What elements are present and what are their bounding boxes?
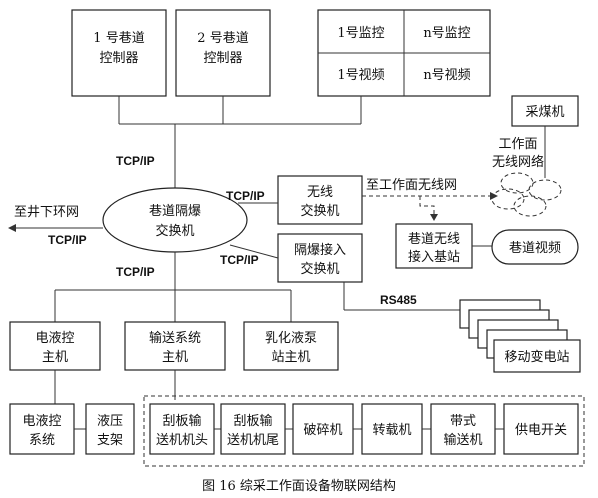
tcp-label-left: TCP/IP	[48, 233, 87, 247]
video-label: 巷道视频	[509, 241, 561, 256]
base-station-label-2: 接入基站	[408, 249, 460, 265]
pump-host-box	[243, 321, 339, 371]
wifi-label-1: 工作面	[498, 137, 537, 152]
controller-2-label-2: 控制器	[203, 51, 242, 66]
video-box	[491, 229, 579, 265]
wifi-cloud-1	[500, 172, 534, 194]
scraper-tail-box	[220, 403, 286, 455]
conveyor-host-label-1: 输送系统	[149, 330, 201, 346]
controller-2-box	[175, 9, 271, 97]
support-label-2: 支架	[97, 433, 123, 448]
wireless-switch-box	[277, 175, 363, 225]
substation-box	[493, 339, 581, 373]
tcp-label-top: TCP/IP	[116, 154, 155, 168]
scraper-tail-label-2: 送机机尾	[227, 433, 279, 448]
access-switch-label-2: 交换机	[300, 261, 339, 277]
left-arrow-icon	[8, 224, 16, 232]
controller-2-label-1: 2 号巷道	[197, 31, 248, 46]
scraper-head-box	[149, 403, 215, 455]
belt-conveyor-box	[430, 403, 496, 455]
face-arrow-icon	[490, 192, 498, 200]
crusher-box	[292, 403, 354, 455]
belt-conveyor-label-1: 带式	[450, 414, 476, 429]
isolation-label-1: 巷道隔爆	[149, 204, 201, 219]
wireless-switch-label-2: 交换机	[300, 203, 339, 219]
controller-1-label-1: 1 号巷道	[93, 31, 144, 46]
hydraulic-system-label-2: 系统	[29, 433, 55, 448]
access-switch-box	[277, 233, 363, 283]
figure-caption: 图 16 综采工作面设备物联网结构	[202, 478, 396, 494]
monitor-1-label: 1号监控	[337, 26, 384, 41]
power-switch-box	[503, 403, 579, 455]
support-label-1: 液压	[97, 414, 123, 429]
scraper-tail-label-1: 刮板输	[233, 413, 272, 429]
crusher-label: 破碎机	[303, 423, 342, 438]
pump-host-label-2: 站主机	[271, 350, 310, 365]
conveyor-host-box	[124, 321, 226, 371]
wifi-cloud-3	[491, 188, 525, 210]
base-station-label-1: 巷道无线	[408, 232, 460, 247]
hydraulic-system-label-1: 电液控	[22, 414, 61, 429]
scraper-head-label-2: 送机机头	[156, 433, 208, 448]
tcp-label-access: TCP/IP	[220, 253, 259, 267]
controller-1-label-2: 控制器	[99, 51, 138, 66]
wifi-cloud-4	[513, 195, 547, 217]
left-net-label: 至井下环网	[14, 205, 79, 220]
video-n-label: n号视频	[423, 68, 470, 83]
conveyor-group-frame	[143, 395, 585, 467]
power-switch-label: 供电开关	[515, 423, 567, 438]
controller-1-box	[71, 9, 167, 97]
scraper-head-label-1: 刮板输	[162, 413, 201, 429]
hydraulic-host-box	[9, 321, 101, 371]
wireless-switch-label-1: 无线	[307, 185, 333, 200]
pump-host-label-1: 乳化液泵	[265, 331, 317, 346]
access-switch-label-1: 隔爆接入	[294, 242, 346, 258]
rs485-label: RS485	[380, 293, 417, 307]
wifi-label-2: 无线网络	[492, 154, 544, 170]
conveyor-host-label-2: 主机	[162, 350, 188, 365]
monitor-n-label: n号监控	[423, 26, 470, 41]
belt-conveyor-label-2: 输送机	[443, 432, 482, 448]
video-1-label: 1号视频	[337, 68, 384, 83]
hydraulic-system-box	[9, 403, 75, 455]
wifi-cloud-2	[528, 179, 562, 201]
substation-label: 移动变电站	[504, 349, 569, 365]
support-box	[85, 403, 135, 455]
to-face-label: 至工作面无线网	[366, 178, 457, 193]
tcp-label-bottom: TCP/IP	[116, 265, 155, 279]
coal-machine-label: 采煤机	[525, 105, 564, 120]
loader-label: 转载机	[372, 423, 411, 438]
tcp-label-wireless: TCP/IP	[226, 189, 265, 203]
base-arrow-icon	[430, 214, 438, 221]
hydraulic-host-label-1: 电液控	[35, 331, 74, 346]
isolation-label-2: 交换机	[155, 223, 194, 239]
hydraulic-host-label-2: 主机	[42, 350, 68, 365]
